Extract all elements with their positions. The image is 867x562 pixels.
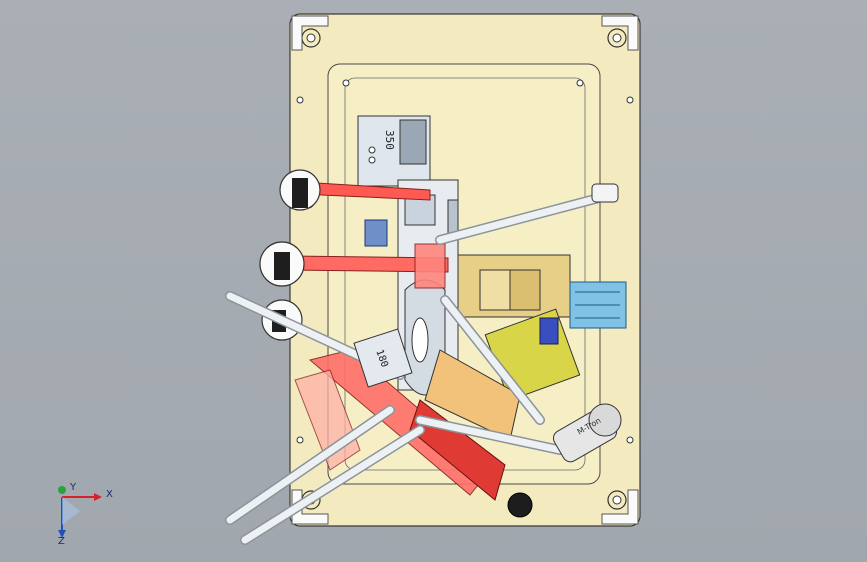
- tube-center[interactable]: [440, 295, 545, 425]
- blue-fitting: [364, 219, 388, 247]
- left-roller-middle[interactable]: [259, 241, 305, 287]
- triad-x-label: X: [106, 489, 113, 500]
- corner-feet: [291, 15, 639, 525]
- y-axis-point-icon: [58, 486, 66, 494]
- tube-lower-left-2[interactable]: [240, 425, 425, 545]
- z-arrow-icon: [58, 530, 66, 538]
- triad-y-label: Y: [70, 482, 77, 493]
- block-label-350: 350: [383, 130, 396, 150]
- black-knob[interactable]: [507, 492, 533, 518]
- blue-rail[interactable]: [569, 281, 627, 329]
- triad-z-label: Z: [58, 536, 65, 547]
- motor[interactable]: M-Tron: [551, 403, 622, 465]
- top-block-350[interactable]: 350: [357, 115, 431, 187]
- tube-upper-right[interactable]: [435, 183, 619, 245]
- triad-axes: [58, 486, 102, 538]
- orientation-triad: X Y Z: [40, 480, 120, 550]
- tube-lower-left-1[interactable]: [225, 405, 395, 525]
- left-roller-top[interactable]: [279, 169, 321, 211]
- x-arrow-icon: [94, 493, 102, 501]
- mid-block-180[interactable]: 180: [353, 328, 413, 388]
- red-arm-middle[interactable]: [269, 243, 449, 289]
- khaki-cylinder-block[interactable]: [457, 254, 571, 318]
- triad-plane: [62, 497, 80, 525]
- tube-lower-right[interactable]: [415, 415, 565, 455]
